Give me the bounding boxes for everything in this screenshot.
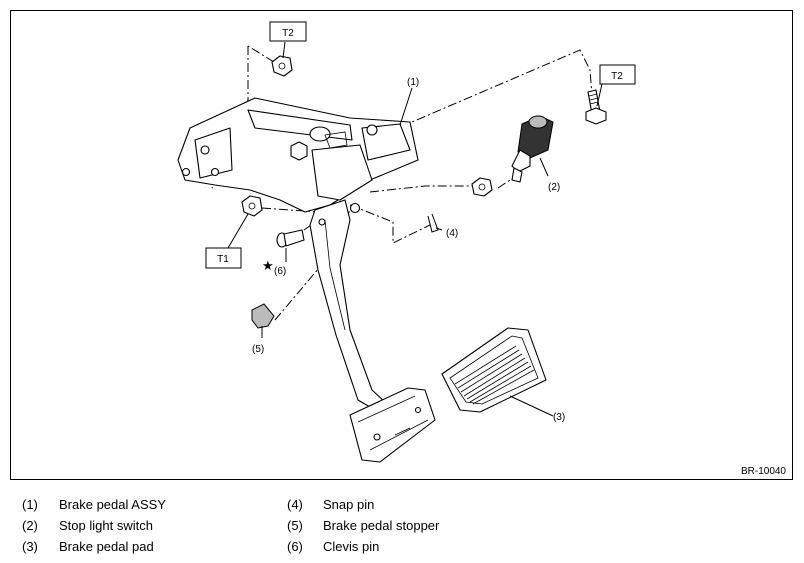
- pad-ribs: [454, 345, 535, 405]
- callout-6: (6): [274, 266, 286, 277]
- torque-label-t2-right: T2: [599, 64, 636, 85]
- star-mark: ★: [262, 258, 274, 273]
- brake-pedal-pad: [441, 327, 547, 413]
- torque-label-t1: T1: [205, 247, 242, 269]
- snap-pin: [427, 213, 439, 233]
- stop-light-switch: [511, 115, 554, 183]
- brake-pedal-bracket: [177, 97, 419, 213]
- clevis-pin: [276, 229, 305, 248]
- figure-code: BR-10040: [741, 466, 786, 477]
- callout-3: (3): [553, 412, 565, 423]
- torque-label-t2-top: T2: [269, 21, 307, 42]
- torque-text-t1: T1: [217, 254, 229, 265]
- brake-pedal-stopper: [251, 303, 275, 329]
- switch-locknut: [471, 177, 493, 197]
- callout-1: (1): [407, 77, 419, 88]
- figure-frame: [10, 10, 793, 480]
- torque-text-t2-top: T2: [282, 28, 294, 39]
- callout-4: (4): [446, 228, 458, 239]
- right-bolt: [585, 89, 607, 125]
- pedal-arm: [309, 199, 386, 411]
- callout-5: (5): [252, 344, 264, 355]
- t1-nut: [241, 195, 263, 217]
- top-nut: [271, 55, 293, 77]
- leader-lines: [227, 41, 603, 417]
- callout-2: (2): [548, 182, 560, 193]
- pedal-plate: [349, 387, 436, 463]
- torque-text-t2-right: T2: [611, 71, 623, 82]
